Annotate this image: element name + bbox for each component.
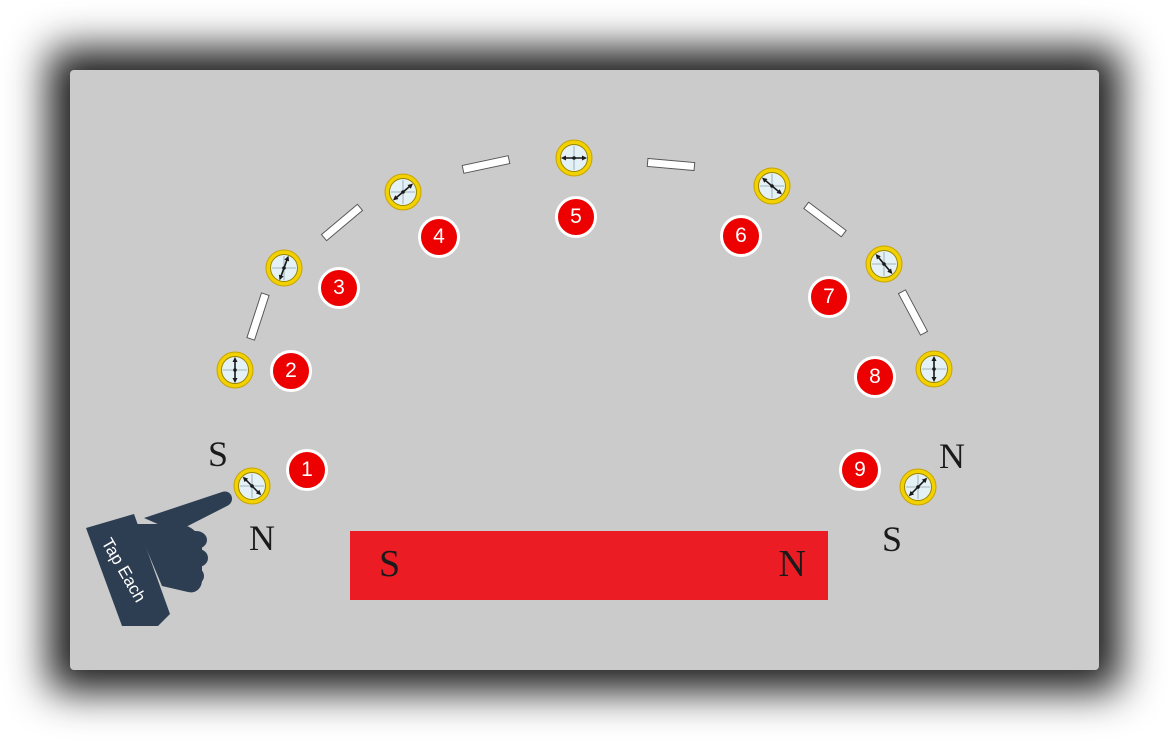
compass-6[interactable] [753,167,791,205]
compass-9[interactable] [899,468,937,506]
compass-4[interactable] [384,173,422,211]
right-compass-n-label: N [939,436,965,476]
compass-5[interactable] [555,139,593,177]
compass-number-badge-7[interactable]: 7 [808,276,850,318]
compass-number-badge-3[interactable]: 3 [318,267,360,309]
right-compass-s-label: S [882,519,903,559]
compass-number-badge-5[interactable]: 5 [555,196,597,238]
compass-2[interactable] [216,351,254,389]
compass-1[interactable] [233,467,271,505]
compass-number-badge-8[interactable]: 8 [854,356,896,398]
left-compass-s-label: S [208,434,229,474]
compass-number-badge-2[interactable]: 2 [270,350,312,392]
compass-dial-icon [555,139,593,177]
compass-dial-icon [216,351,254,389]
compass-dial-icon [899,468,937,506]
magnet-north-pole-label: N [778,543,806,585]
pointing-hand-icon[interactable] [84,488,234,628]
bar-magnet: S N [350,531,828,600]
compass-dial-icon [265,249,303,287]
compass-dial-icon [753,167,791,205]
compass-8[interactable] [915,350,953,388]
left-compass-n-label: N [249,518,275,558]
compass-number-badge-1[interactable]: 1 [286,449,328,491]
compass-dial-icon [865,245,903,283]
compass-dial-icon [233,467,271,505]
compass-dial-icon [384,173,422,211]
compass-3[interactable] [265,249,303,287]
compass-number-badge-9[interactable]: 9 [839,449,881,491]
compass-7[interactable] [865,245,903,283]
compass-dial-icon [915,350,953,388]
magnet-south-pole-label: S [379,543,401,585]
compass-number-badge-6[interactable]: 6 [720,215,762,257]
compass-number-badge-4[interactable]: 4 [418,216,460,258]
